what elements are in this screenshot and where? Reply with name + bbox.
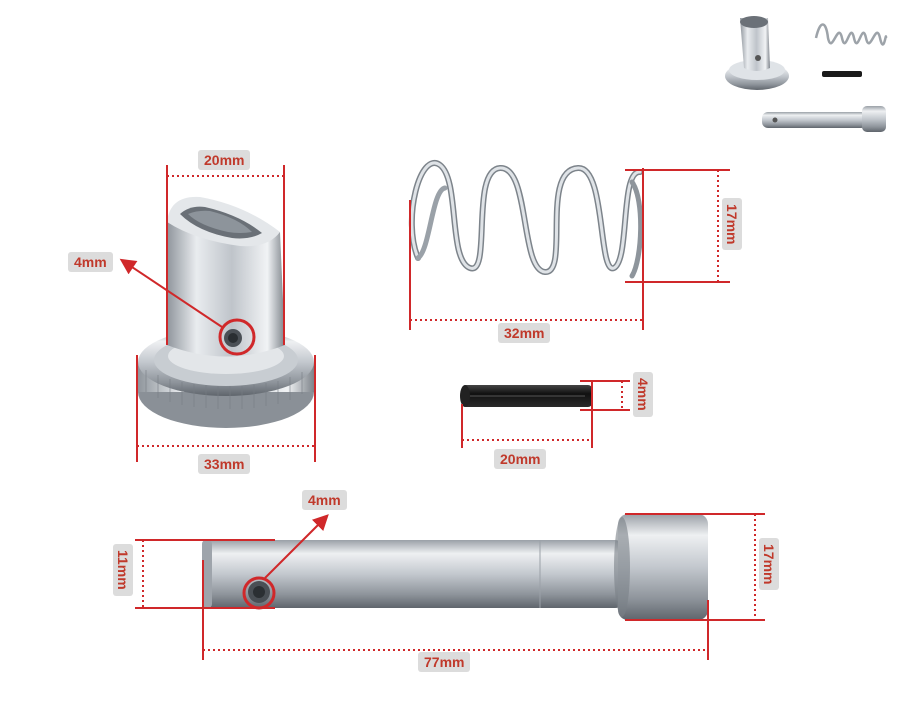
- shaft-dimensions: [135, 513, 765, 660]
- knob-dimensions: [119, 165, 316, 462]
- knob-top-width-label: 20mm: [198, 150, 251, 170]
- knob-base-width-label: 33mm: [198, 454, 251, 474]
- kit-preview-icon: [725, 16, 888, 132]
- shaft-diameter-label: 11mm: [113, 544, 133, 596]
- shaft-length-label: 77mm: [418, 652, 471, 672]
- roll-pin-length-label: 20mm: [494, 449, 547, 469]
- roll-pin-dimensions: [461, 380, 630, 448]
- roll-pin-diameter-label: 4mm: [633, 372, 653, 417]
- knurl-marks: [145, 370, 303, 409]
- spring-icon: [408, 160, 644, 279]
- knob-hole-label: 4mm: [68, 252, 113, 272]
- knob-icon: [138, 196, 314, 428]
- shaft-icon: [202, 514, 708, 620]
- spring-height-label: 17mm: [722, 198, 742, 251]
- shaft-head-diameter-label: 17mm: [759, 538, 779, 591]
- spring-dimensions: [409, 168, 730, 330]
- shaft-hole-label: 4mm: [302, 490, 347, 510]
- roll-pin-icon: [460, 385, 592, 407]
- spring-length-label: 32mm: [498, 323, 551, 343]
